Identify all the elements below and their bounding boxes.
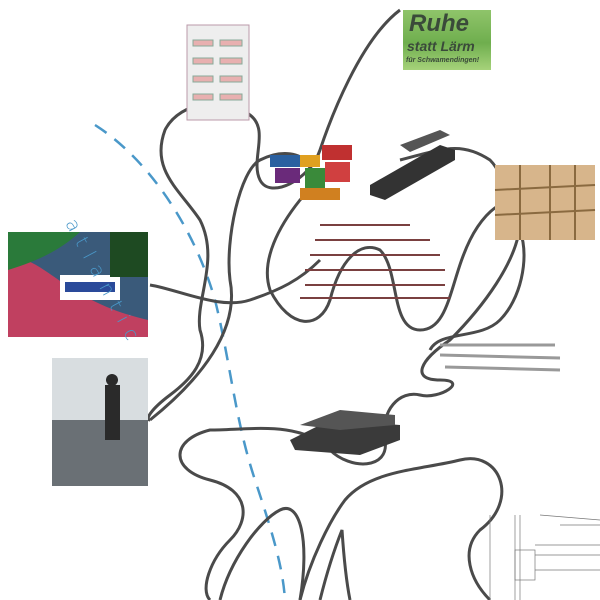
- black-block-model-image: [370, 130, 455, 200]
- sign-line-3: für Schwamendingen!: [406, 57, 480, 64]
- curve-5: [149, 258, 322, 305]
- terraced-section-image: [300, 224, 450, 299]
- wooden-model-image: [494, 165, 596, 240]
- main-curve: [146, 8, 401, 422]
- sign-line-2: statt Lärm: [407, 38, 475, 54]
- curve-2: [149, 152, 522, 600]
- colorful-blocks-model-image: [270, 145, 352, 200]
- person-on-balcony-image: [52, 358, 148, 486]
- steel-layers-image: [439, 343, 561, 372]
- curve-4: [298, 457, 504, 600]
- curve-7: [218, 507, 306, 600]
- sign-line-1: Ruhe: [409, 10, 469, 37]
- technical-drawing-image: [489, 514, 600, 600]
- ruhe-statt-laerm-sign-image: Ruhe statt Lärm für Schwamendingen!: [403, 10, 491, 70]
- facade-model-image: [186, 24, 250, 121]
- stacked-slabs-model-image: [290, 410, 400, 455]
- colorful-garden-image: [8, 232, 148, 337]
- dashed-atlantic-line: [94, 123, 287, 600]
- curve-6: [318, 529, 352, 600]
